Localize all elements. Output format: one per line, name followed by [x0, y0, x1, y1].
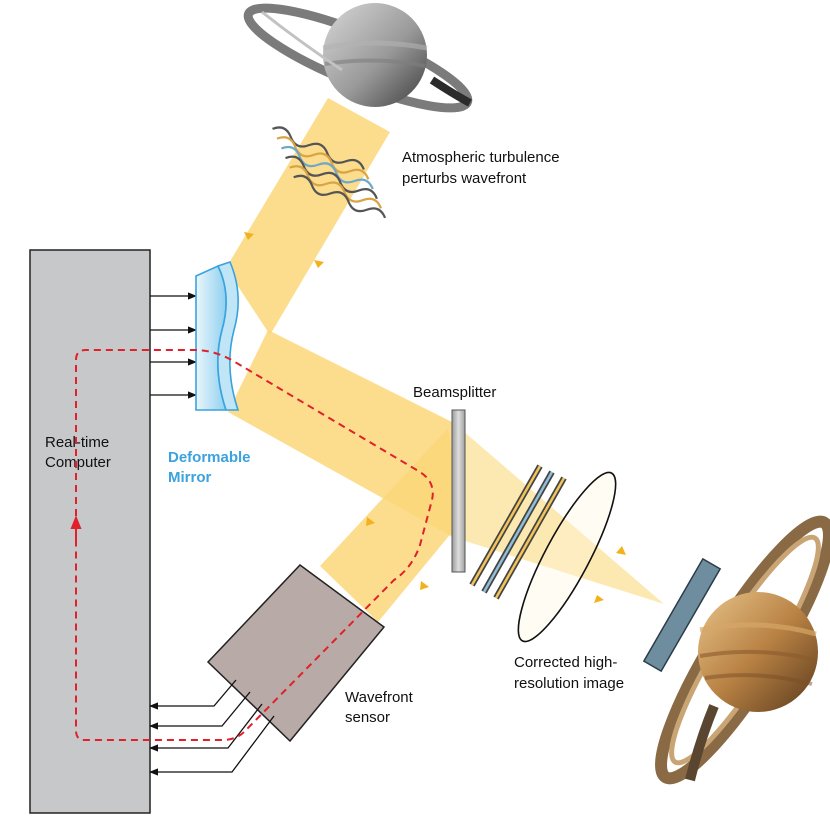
beam-arrow [420, 581, 429, 590]
mirror-label-line2: Mirror [168, 469, 212, 486]
sensor-label-line1: Wavefront [345, 689, 414, 706]
beam-arrow [616, 546, 626, 555]
beam-arrow [594, 595, 604, 603]
focusing-lens [517, 471, 617, 643]
sensor-arrow [149, 703, 263, 752]
wavefront-sensor [206, 564, 386, 743]
transmitted-beam [462, 430, 664, 604]
saturn-planet-color-icon [655, 515, 830, 785]
sensor-arrow [149, 691, 251, 730]
mirror-label-line1: Deformable [168, 449, 251, 466]
filter-plates [469, 464, 567, 600]
corrected-image-label-line1: Corrected high- [514, 654, 617, 671]
beam-arrow [314, 260, 324, 268]
sensor-arrow [149, 715, 275, 776]
incoming-beam [226, 98, 390, 335]
image-detector [642, 557, 722, 673]
turbulence-label-line2: perturbs wavefront [402, 170, 527, 187]
beam-arrow [366, 517, 375, 526]
mirror-control-arrows [150, 292, 197, 399]
corrected-image-label-line2: resolution image [514, 675, 624, 692]
turbulence-label-line1: Atmospheric turbulence [402, 149, 560, 166]
deformable-mirror [195, 261, 240, 411]
saturn-planet-grey-icon [243, 3, 473, 113]
real-time-computer [29, 249, 151, 814]
sensor-output-arrows [149, 679, 275, 776]
computer-label-line1: Real-time [45, 434, 109, 451]
turbulence-waves-icon [272, 126, 387, 219]
beamsplitter-label: Beamsplitter [413, 384, 496, 401]
sensor-label-line2: sensor [345, 709, 390, 726]
computer-label-line2: Computer [45, 454, 111, 471]
feedback-loop [75, 349, 434, 741]
beamsplitter [451, 409, 466, 573]
beam-arrow [244, 232, 254, 240]
sensor-arrow [149, 679, 237, 710]
